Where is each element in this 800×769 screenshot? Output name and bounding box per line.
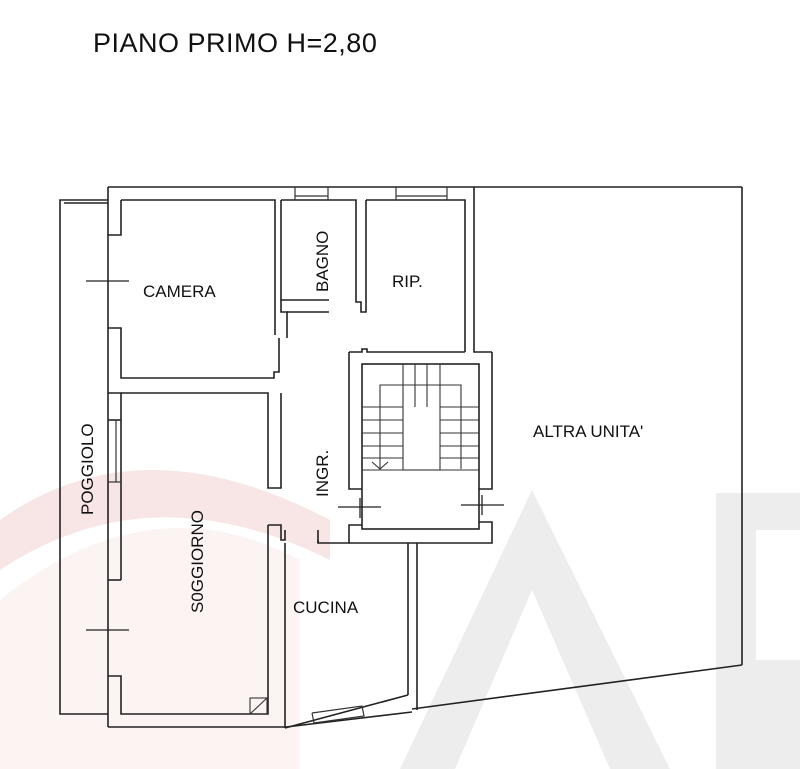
room-label-ripostiglio: RIP. xyxy=(392,272,423,291)
room-label-camera: CAMERA xyxy=(143,282,216,301)
room-label-cucina: CUCINA xyxy=(293,598,359,617)
room-label-soggiorno: S0GGIORNO xyxy=(188,510,207,613)
room-label-ingresso: INGR. xyxy=(313,450,332,497)
room-label-poggiolo: POGGIOLO xyxy=(78,423,97,515)
room-label-altra-unita: ALTRA UNITA' xyxy=(533,422,643,441)
staircase xyxy=(362,363,479,471)
shaft xyxy=(249,697,268,715)
plan-title: PIANO PRIMO H=2,80 xyxy=(93,28,378,58)
door-marks xyxy=(86,280,504,631)
room-label-bagno: BAGNO xyxy=(313,231,332,292)
watermark-logo xyxy=(0,470,800,769)
windows xyxy=(107,186,448,724)
